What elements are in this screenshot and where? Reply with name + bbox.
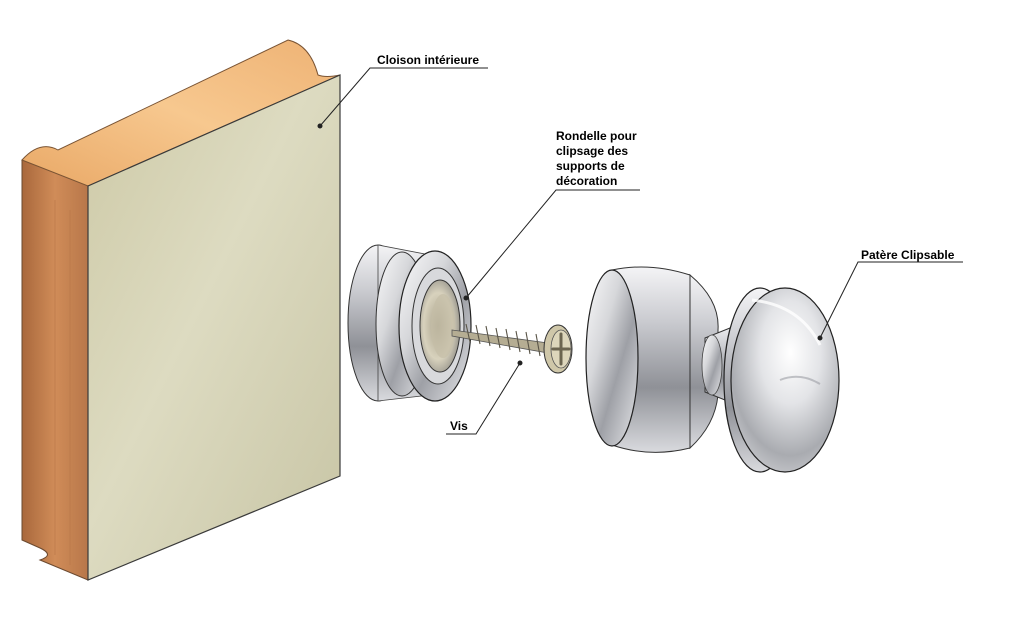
label-cloison-interieure: Cloison intérieure bbox=[377, 53, 480, 67]
rondelle-washer bbox=[347, 244, 472, 402]
panel-top-edge bbox=[21, 39, 341, 187]
vis-screw bbox=[451, 323, 573, 374]
label-rondelle-line-4: décoration bbox=[556, 174, 618, 188]
leader-patere bbox=[819, 261, 963, 339]
label-rondelle: Rondelle pour clipsage des supports de d… bbox=[556, 129, 637, 189]
leader-lines bbox=[317, 67, 963, 435]
label-rondelle-line-3: supports de bbox=[556, 159, 625, 173]
patere-knob bbox=[585, 266, 840, 473]
leader-rondelle bbox=[465, 189, 640, 299]
label-rondelle-line-2: clipsage des bbox=[556, 144, 629, 158]
label-rondelle-line-1: Rondelle pour bbox=[556, 129, 637, 143]
label-patere-clipsable: Patère Clipsable bbox=[861, 248, 955, 262]
label-vis: Vis bbox=[450, 419, 468, 433]
leader-cloison bbox=[319, 67, 488, 127]
cloison-panel bbox=[21, 39, 341, 581]
panel-front-face bbox=[87, 74, 341, 581]
leader-vis bbox=[446, 362, 521, 435]
